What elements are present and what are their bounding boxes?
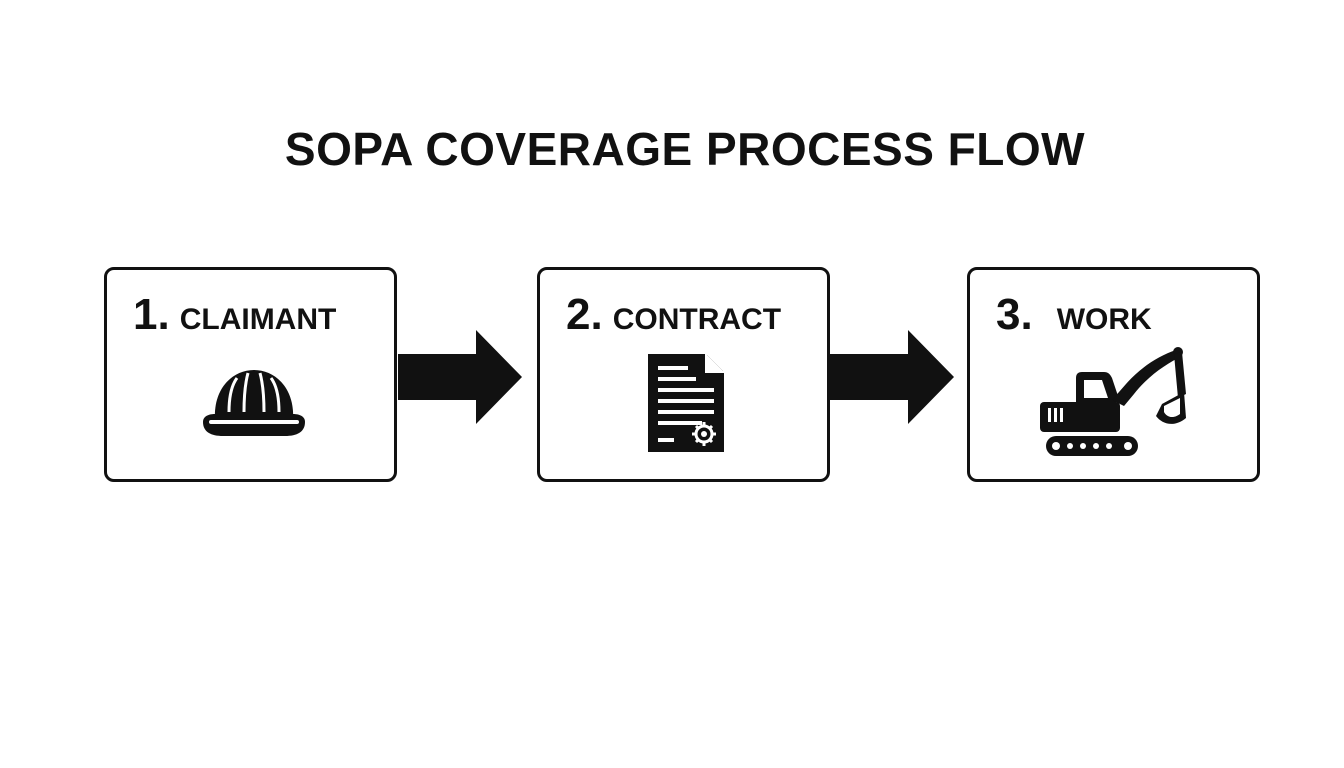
step-number: 3.	[996, 290, 1033, 339]
step-label: WORK	[1056, 303, 1152, 336]
step-header: 1. CLAIMANT	[133, 290, 336, 340]
excavator-icon	[1040, 347, 1186, 456]
right-arrow-icon	[398, 330, 522, 424]
step-header: 3. WORK	[996, 290, 1152, 340]
step-header: 2. CONTRACT	[566, 290, 781, 340]
step-contract: 2. CONTRACT	[537, 267, 830, 482]
right-arrow-icon	[830, 330, 954, 424]
contract-document-icon	[648, 354, 724, 452]
step-label: CLAIMANT	[179, 303, 337, 336]
step-number: 2.	[566, 290, 603, 339]
step-claimant: 1. CLAIMANT	[104, 267, 397, 482]
step-work: 3. WORK	[967, 267, 1260, 482]
step-number: 1.	[133, 290, 170, 339]
hard-hat-icon	[203, 370, 305, 436]
diagram-title: SOPA COVERAGE PROCESS FLOW	[284, 123, 1086, 175]
step-label: CONTRACT	[612, 303, 782, 336]
